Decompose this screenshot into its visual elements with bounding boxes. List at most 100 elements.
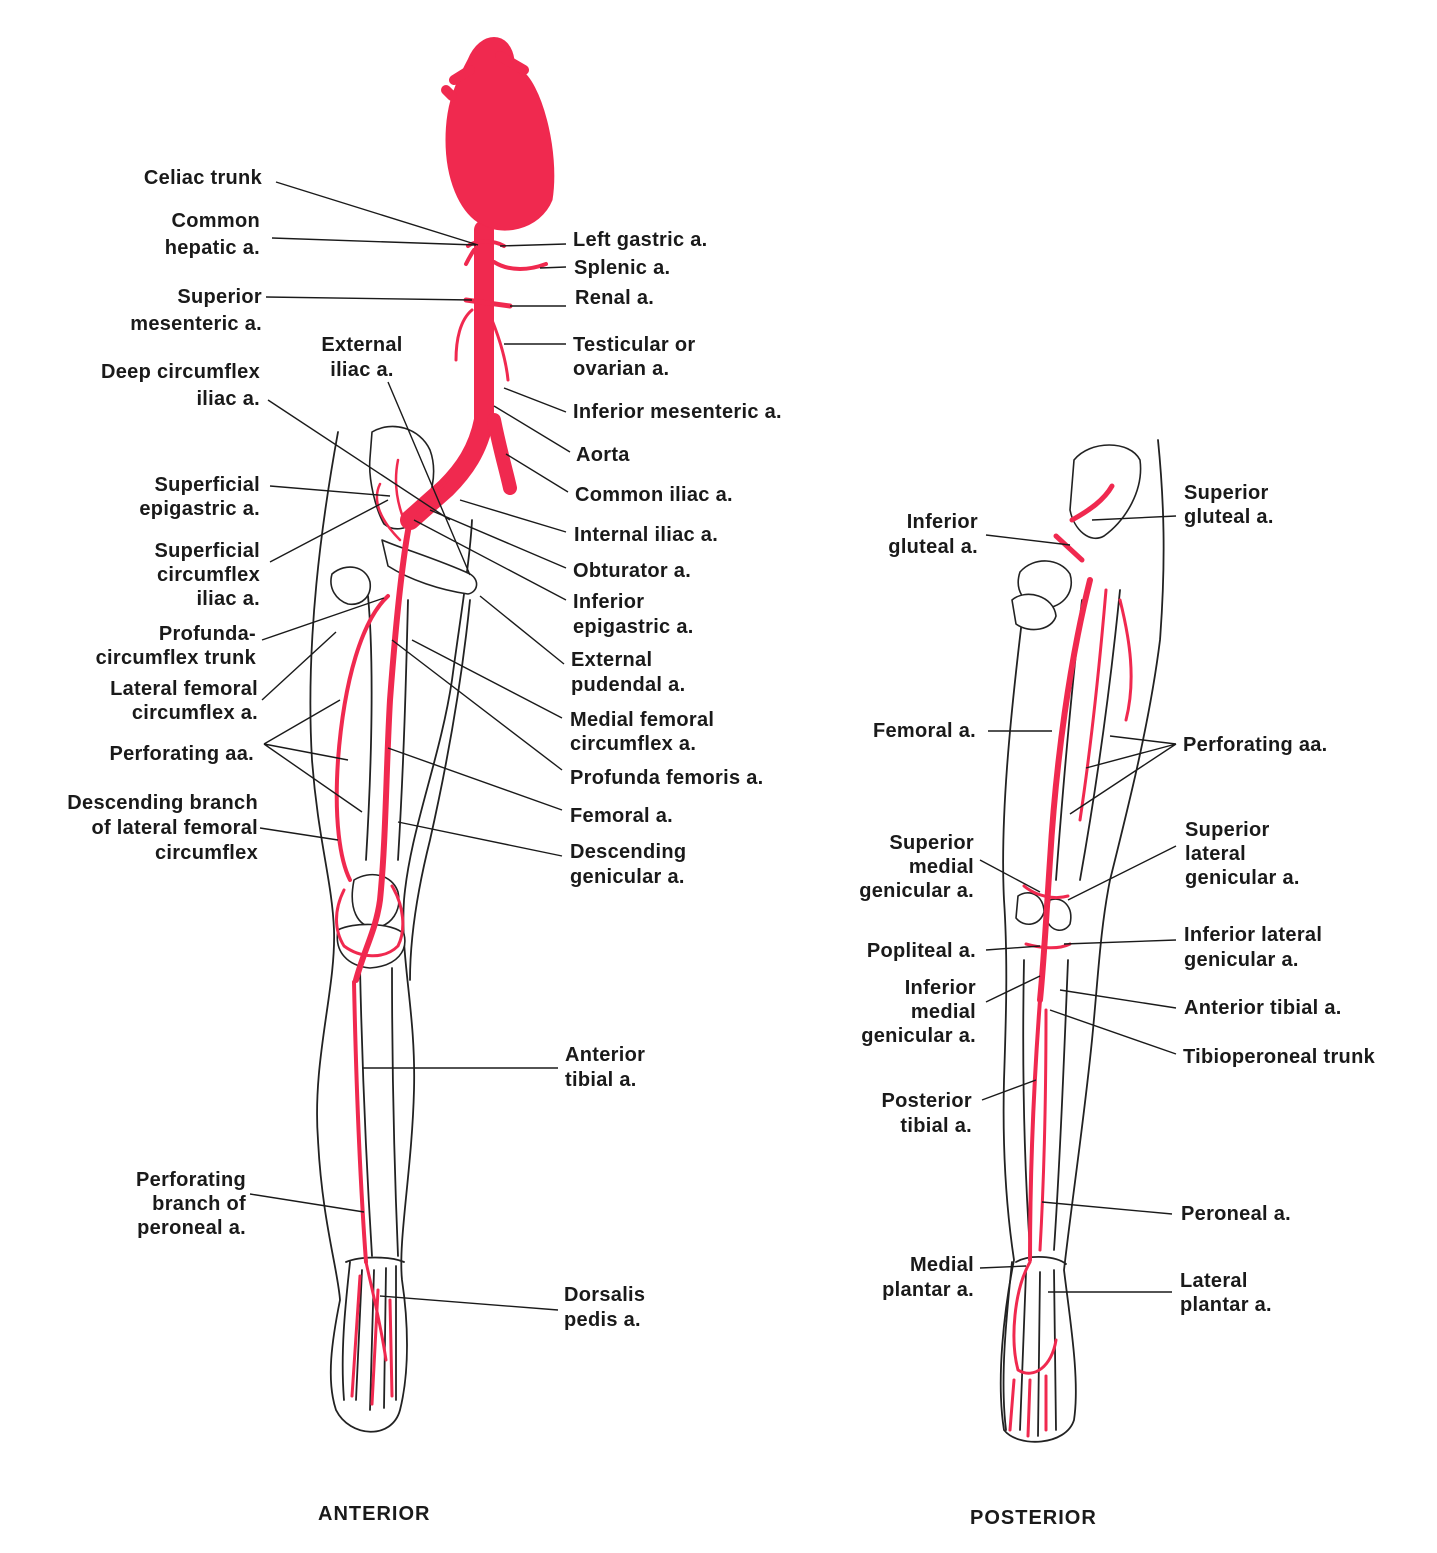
label-line: Medial femoral: [570, 709, 714, 731]
anterior-leg-inner: [409, 599, 471, 981]
anterior-hip-joint: [330, 566, 372, 606]
anterior-right-common-iliac: [487, 413, 517, 495]
label-renal: Renal a.: [575, 287, 654, 309]
label-obturator: Obturator a.: [573, 560, 691, 582]
label-line: Anterior: [565, 1044, 645, 1066]
posterior-femur: [1055, 589, 1121, 881]
label-line: genicular a.: [859, 880, 974, 902]
label-line: hepatic a.: [165, 237, 260, 259]
posterior-tibial-artery: [1028, 998, 1042, 1262]
anterior-tibia: [359, 967, 399, 1257]
label-line: mesenteric a.: [130, 313, 262, 335]
label-anterior-tibial-posterior: Anterior tibial a.: [1184, 997, 1342, 1019]
label-line: genicular a.: [1184, 949, 1299, 971]
label-line: pudendal a.: [571, 674, 685, 696]
label-line: Obturator a.: [573, 560, 691, 582]
anterior-profunda: [334, 594, 390, 882]
label-line: iliac a.: [196, 388, 260, 410]
label-line: tibial a.: [900, 1115, 972, 1137]
label-line: epigastric a.: [139, 498, 260, 520]
label-line: Lateral femoral: [110, 678, 258, 700]
anterior-tibial-artery: [352, 980, 368, 1264]
posterior-gluteal: [1053, 483, 1115, 563]
label-celiac-trunk: Celiac trunk: [144, 167, 263, 189]
label-line: Inferior: [907, 511, 978, 533]
label-line: Superficial: [154, 474, 260, 496]
label-line: Anterior tibial a.: [1184, 997, 1342, 1019]
label-femoral-anterior: Femoral a.: [570, 805, 673, 827]
anterior-aorta: [400, 220, 494, 530]
label-line: circumflex a.: [132, 702, 258, 724]
leader-lines: [249, 181, 1177, 1311]
anterior-dorsalis: [350, 1260, 394, 1406]
label-line: Posterior: [881, 1090, 972, 1112]
aortic-arch: [441, 51, 529, 101]
label-line: External: [321, 334, 402, 356]
posterior-tibia: [1022, 959, 1069, 1251]
label-line: Dorsalis: [564, 1284, 645, 1306]
anterior-renal: [463, 297, 513, 309]
label-line: Profunda-: [159, 623, 256, 645]
label-line: External: [571, 649, 652, 671]
label-line: plantar a.: [1180, 1294, 1272, 1316]
label-perforating-aa-anterior: Perforating aa.: [109, 743, 254, 765]
label-line: Testicular or: [573, 334, 695, 356]
label-line: Femoral a.: [873, 720, 976, 742]
label-line: medial: [909, 856, 974, 878]
posterior-perforating: [1078, 588, 1133, 822]
label-line: Inferior: [573, 591, 644, 613]
label-peroneal: Peroneal a.: [1181, 1203, 1291, 1225]
label-line: Popliteal a.: [867, 940, 976, 962]
posterior-knee-2: [1045, 898, 1072, 931]
label-line: genicular a.: [861, 1025, 976, 1047]
label-line: Superficial: [154, 540, 260, 562]
label-perforating-aa-posterior: Perforating aa.: [1183, 734, 1328, 756]
posterior-hip-right: [1011, 593, 1057, 631]
label-line: Internal iliac a.: [574, 524, 718, 546]
label-common-iliac: Common iliac a.: [575, 484, 733, 506]
posterior-foot: [1002, 1256, 1067, 1437]
label-line: Lateral: [1180, 1270, 1248, 1292]
posterior-femoral-artery: [1037, 577, 1093, 1003]
label-popliteal: Popliteal a.: [867, 940, 976, 962]
label-line: Descending branch: [67, 792, 258, 814]
label-deep-circumflex-iliac: Deep circumflex iliac a.: [101, 361, 260, 410]
anterior-tibia-head: [336, 923, 406, 969]
label-line: Deep circumflex: [101, 361, 260, 383]
label-line: gluteal a.: [888, 536, 978, 558]
heart: [445, 37, 555, 231]
label-line: Descending: [570, 841, 686, 863]
label-line: of lateral femoral: [91, 817, 258, 839]
label-line: Inferior mesenteric a.: [573, 401, 782, 423]
label-line: Perforating aa.: [1183, 734, 1328, 756]
label-left-gastric: Left gastric a.: [573, 229, 708, 251]
label-line: Left gastric a.: [573, 229, 708, 251]
label-line: peroneal a.: [137, 1217, 246, 1239]
label-line: Superior: [177, 286, 262, 308]
label-line: Profunda femoris a.: [570, 767, 764, 789]
label-line: circumflex: [155, 842, 258, 864]
label-line: Splenic a.: [574, 257, 670, 279]
label-internal-iliac: Internal iliac a.: [574, 524, 718, 546]
label-splenic: Splenic a.: [574, 257, 670, 279]
label-line: epigastric a.: [573, 616, 694, 638]
anterior-pelvic-branches: [375, 458, 450, 542]
label-line: Superior: [889, 832, 974, 854]
label-line: Superior: [1185, 819, 1270, 841]
label-line: Superior: [1184, 482, 1269, 504]
label-line: Perforating: [136, 1169, 246, 1191]
label-posterior-tibial: Posterior tibial a.: [881, 1090, 972, 1137]
label-tibioperoneal-trunk: Tibioperoneal trunk: [1183, 1046, 1376, 1068]
